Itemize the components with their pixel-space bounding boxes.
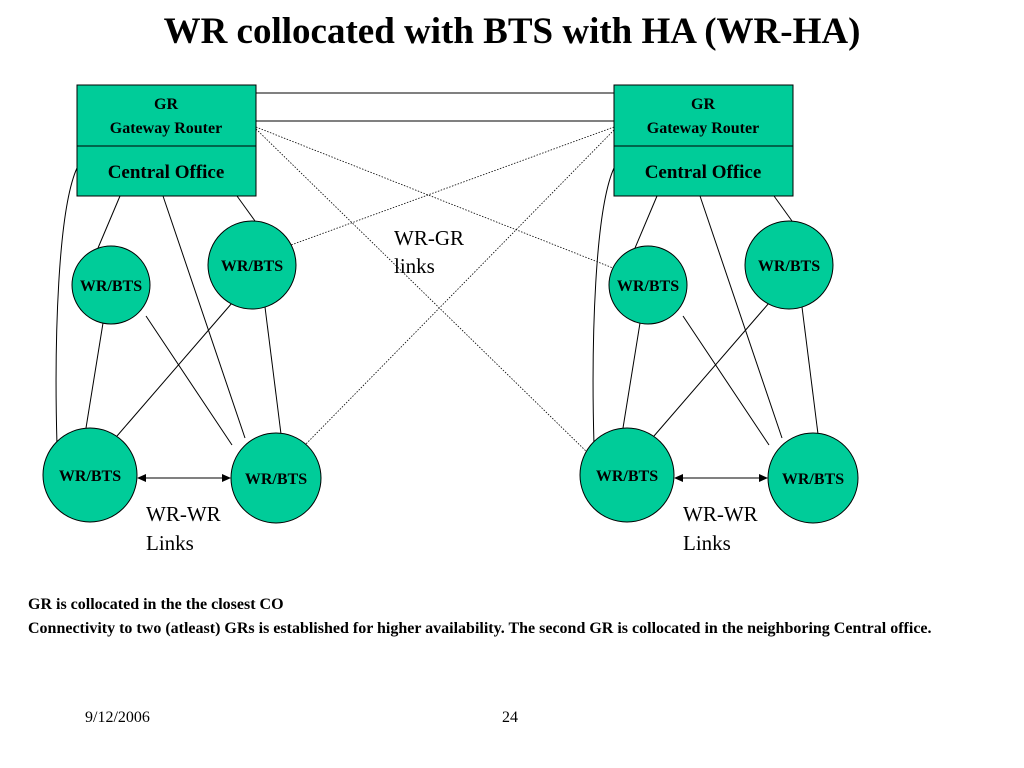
left-wr-wr-label-line2: Links [146,531,194,555]
note-high-availability: Connectivity to two (atleast) GRs is est… [28,620,932,637]
right-wr-wr-arrowhead-right [759,474,768,482]
right-gateway-router-box [613,84,794,147]
right-central-office-box [613,145,794,197]
note-closest-co: GR is collocated in the the closest CO [28,596,284,613]
wr-gr-link-left-gr-to-right-node-a [255,126,614,269]
right-wr-bts-node-c-label: WR/BTS [596,468,658,485]
right-wr-bts-node-d [767,432,859,524]
left-gateway-router-name: GR [154,96,178,113]
left-central-office-label: Central Office [108,162,225,183]
left-wr-bts-node-b [207,220,297,310]
left-node-a-to-d-link [145,315,233,446]
slide-title: WR collocated with BTS with HA (WR-HA) [163,11,861,52]
right-gateway-router-name: GR [691,96,715,113]
left-co-to-node-c-link [55,167,78,446]
wr-gr-link-right-gr-to-left-node-b [290,126,615,246]
right-wr-bts-node-a-label: WR/BTS [617,278,679,295]
left-node-b-to-c-link [116,302,233,437]
right-co-to-node-a-link [634,195,658,249]
right-wr-bts-node-d-label: WR/BTS [782,471,844,488]
right-gateway-router-subtitle: Gateway Router [647,120,759,137]
wr-gr-label-line2: links [394,254,435,278]
right-wr-bts-node-a [608,245,688,325]
right-node-b-to-c-link [653,302,770,437]
right-central-office-label: Central Office [645,162,762,183]
right-wr-bts-node-b [744,220,834,310]
left-wr-bts-node-a [71,245,151,325]
right-co-to-node-b-link [773,195,793,222]
left-node-b-to-d-link [264,306,282,435]
left-wr-wr-arrowhead-right [222,474,231,482]
left-gateway-router-box [76,84,257,147]
left-wr-wr-arrowhead-left [137,474,146,482]
wr-gr-link-right-gr-to-left-node-d [302,129,615,448]
right-node-a-to-d-link [682,315,770,446]
wr-gr-link-left-gr-to-right-node-c [255,128,591,456]
links-layer [55,92,819,482]
left-co-to-node-a-link [97,195,121,249]
right-wr-wr-arrowhead-left [674,474,683,482]
right-wr-bts-node-c [579,427,675,523]
right-node-b-to-d-link [801,306,819,435]
right-co-to-node-d-link [699,195,783,439]
left-wr-bts-node-a-label: WR/BTS [80,278,142,295]
left-wr-bts-node-d-label: WR/BTS [245,471,307,488]
left-co-to-node-b-link [236,195,256,222]
left-node-a-to-c-link [85,322,104,429]
nodes-layer [42,84,859,524]
right-co-to-node-c-link [592,167,615,446]
left-wr-bts-node-d [230,432,322,524]
footer-page-number: 24 [502,709,518,726]
right-node-a-to-c-link [622,322,641,429]
footer-date: 9/12/2006 [85,709,150,726]
left-wr-wr-label-line1: WR-WR [146,502,221,526]
left-wr-bts-node-c [42,427,138,523]
left-wr-bts-node-b-label: WR/BTS [221,258,283,275]
left-gateway-router-subtitle: Gateway Router [110,120,222,137]
right-wr-bts-node-b-label: WR/BTS [758,258,820,275]
left-central-office-box [76,145,257,197]
right-wr-wr-label-line1: WR-WR [683,502,758,526]
left-wr-bts-node-c-label: WR/BTS [59,468,121,485]
left-co-to-node-d-link [162,195,246,439]
right-wr-wr-label-line2: Links [683,531,731,555]
wr-gr-label-line1: WR-GR [394,226,464,250]
